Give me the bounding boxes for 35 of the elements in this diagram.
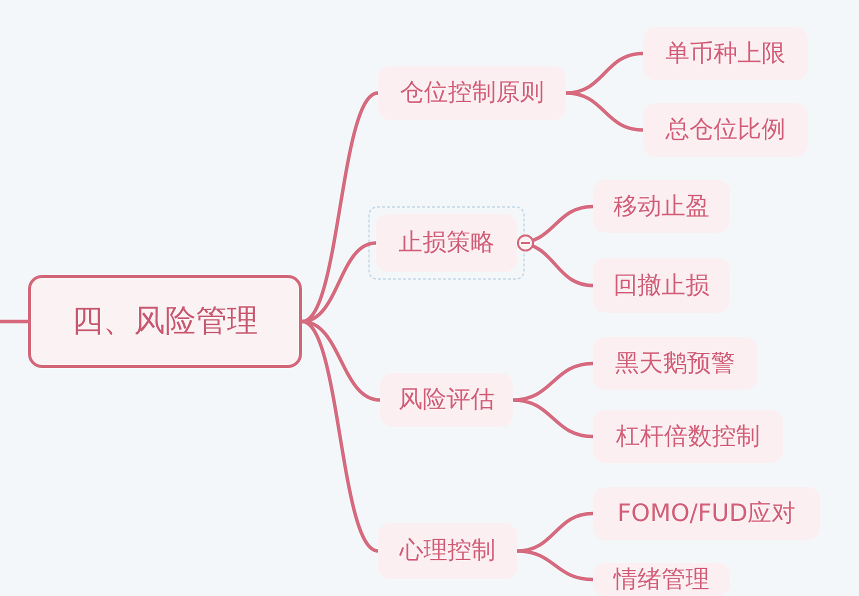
- leaf-topic-text: 移动止盈: [614, 192, 710, 220]
- subtopic-box: [376, 214, 517, 272]
- subtopic-text: 仓位控制原则: [400, 79, 544, 107]
- leaf-topic-box: [593, 487, 820, 540]
- leaf-topic-text: 总仓位比例: [666, 116, 786, 144]
- subtopic-text: 风险评估: [398, 386, 494, 414]
- leaf-topic-box: [593, 563, 730, 596]
- branch-line: [511, 398, 595, 438]
- leaf-topic-text: 单币种上限: [666, 40, 786, 68]
- leaf-topic-box: [593, 180, 730, 233]
- central-topic-text: 四、风险管理: [72, 304, 258, 340]
- subtopic-box: [378, 523, 517, 579]
- branch-line: [564, 52, 645, 95]
- leaf-topic-box: [593, 258, 730, 313]
- leaf-topic-box: [643, 103, 808, 157]
- branch-line: [515, 235, 595, 288]
- subtopic-text: 止损策略: [398, 229, 494, 257]
- subtopic-box: [380, 373, 513, 427]
- subtopic-box: [378, 66, 566, 120]
- branch-line: [515, 512, 595, 553]
- leaf-topic-box: [593, 337, 757, 390]
- branch-line: [511, 362, 595, 402]
- leaf-topic-box: [593, 410, 783, 463]
- connector-line: [0, 320, 30, 324]
- leaf-topic-box: [643, 27, 808, 80]
- leaf-topic-text: 黑天鹅预警: [615, 350, 735, 378]
- leaf-topic-text: 杠杆倍数控制: [616, 422, 760, 450]
- branch-line: [300, 241, 378, 324]
- subtopic-text: 心理控制: [400, 537, 496, 565]
- central-topic-box: [28, 275, 302, 368]
- leaf-topic-text: 回撤止损: [614, 272, 710, 300]
- branch-line: [515, 549, 595, 582]
- leaf-topic-text: 情绪管理: [614, 566, 710, 594]
- leaf-topic-text: FOMO/FUD应对: [617, 500, 796, 528]
- branch-line: [564, 91, 645, 132]
